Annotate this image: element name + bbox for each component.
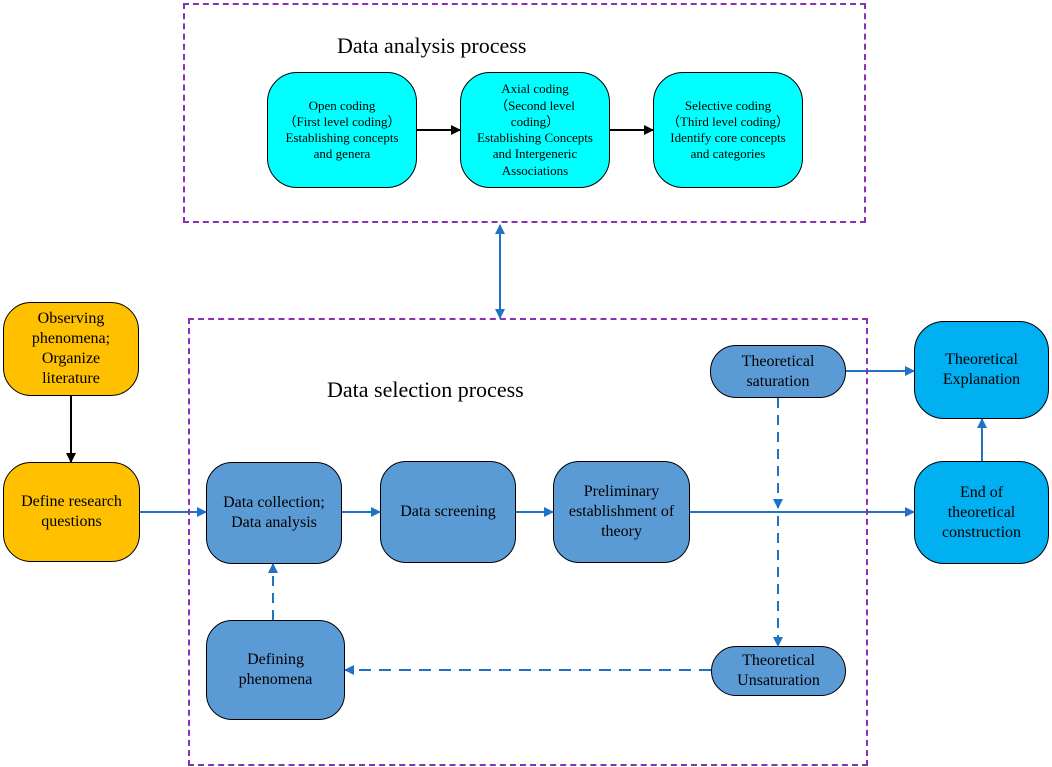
theoretical-explanation-node: Theoretical Explanation [914, 321, 1049, 419]
data-collection-label: Data collection; Data analysis [223, 494, 325, 531]
end-of-construction-node: End of theoretical construction [914, 461, 1049, 564]
defining-phenomena-label: Defining phenomena [238, 651, 313, 688]
define-research-questions-label: Define research questions [21, 493, 122, 530]
selective-coding-label: Selective coding （Third level coding） Id… [666, 97, 790, 162]
data-collection-node: Data collection; Data analysis [206, 462, 342, 564]
open-coding-label: Open coding （First level coding） Establi… [283, 97, 401, 162]
selective-coding-node: Selective coding （Third level coding） Id… [653, 72, 803, 188]
end-of-construction-label: End of theoretical construction [941, 483, 1022, 541]
data-analysis-title: Data analysis process [337, 33, 527, 58]
data-screening-node: Data screening [380, 461, 516, 563]
axial-coding-label: Axial coding （Second level coding） Estab… [477, 81, 593, 178]
theoretical-saturation-node: Theoretical saturation [710, 345, 846, 398]
observing-phenomena-label: Observing phenomena; Organize literature [31, 310, 111, 387]
preliminary-theory-node: Preliminary establishment of theory [553, 461, 690, 563]
theoretical-unsaturation-node: Theoretical Unsaturation [711, 646, 846, 696]
open-coding-node: Open coding （First level coding） Establi… [267, 72, 417, 188]
data-selection-group [188, 318, 868, 766]
defining-phenomena-node: Defining phenomena [206, 620, 345, 720]
define-research-questions-node: Define research questions [3, 462, 140, 562]
axial-coding-node: Axial coding （Second level coding） Estab… [460, 72, 610, 188]
observing-phenomena-node: Observing phenomena; Organize literature [3, 302, 139, 396]
theoretical-saturation-label: Theoretical saturation [741, 352, 815, 390]
preliminary-theory-label: Preliminary establishment of theory [568, 483, 675, 540]
data-selection-title: Data selection process [327, 377, 524, 402]
theoretical-unsaturation-label: Theoretical Unsaturation [737, 652, 820, 689]
data-screening-label: Data screening [400, 503, 496, 520]
theoretical-explanation-label: Theoretical Explanation [942, 351, 1021, 388]
data-analysis-group [183, 3, 866, 223]
